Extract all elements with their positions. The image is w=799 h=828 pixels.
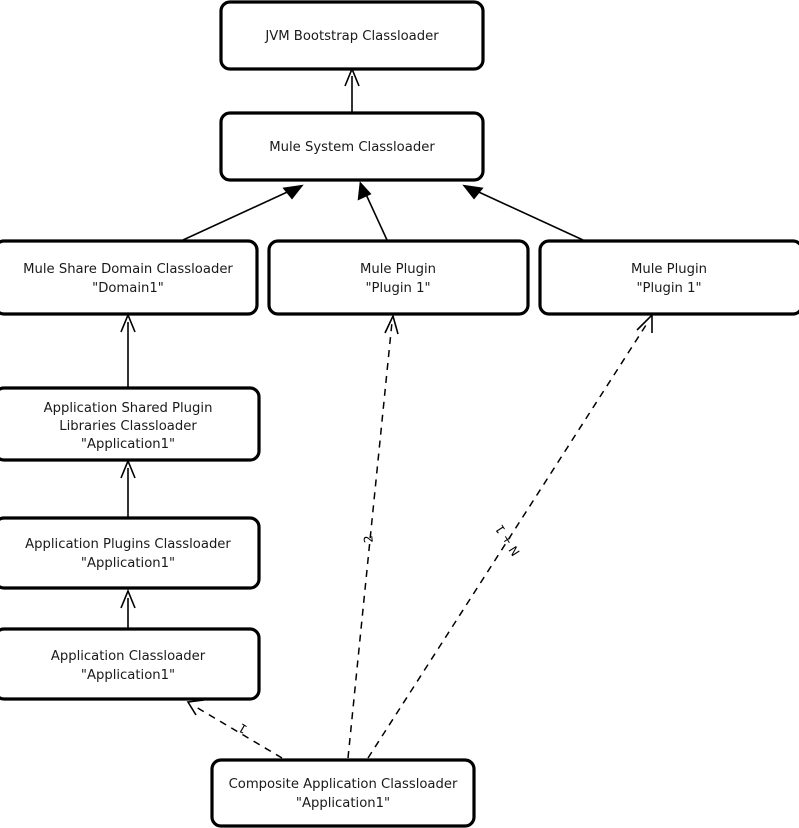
node-label-mule-plugin-1-right-line1: Mule Plugin	[631, 262, 707, 277]
node-label-jvm-bootstrap-classloader: JVM Bootstrap Classloader	[264, 29, 439, 44]
edge-mule-system-to-jvm-bootstrap	[344, 66, 360, 113]
edge-label-2: 2	[361, 535, 376, 544]
edge-composite-to-plugin-right: N + 1	[367, 313, 653, 759]
node-label-mule-plugin-1-middle-line1: Mule Plugin	[360, 262, 436, 277]
node-box-application-shared-plugin-libraries-classloader[interactable]	[0, 386, 261, 462]
edge-app-plugins-to-shared-plugin-libs	[120, 458, 136, 518]
node-label-application-shared-plugin-libraries-line2: Libraries Classloader	[59, 419, 197, 434]
node-composite-application-classloader[interactable]: Composite Application Classloader "Appli…	[210, 758, 476, 828]
edge-domain-to-mule-system	[182, 184, 304, 241]
node-box-mule-share-domain-classloader[interactable]	[0, 239, 259, 316]
node-label-mule-system-classloader: Mule System Classloader	[269, 140, 435, 155]
node-box-composite-application-classloader[interactable]	[210, 758, 476, 828]
edge-shared-plugin-libs-to-domain	[120, 312, 136, 388]
node-label-composite-application-classloader-line1: Composite Application Classloader	[229, 777, 458, 792]
node-mule-share-domain-classloader[interactable]: Mule Share Domain Classloader "Domain1"	[0, 239, 259, 316]
node-mule-plugin-1-middle[interactable]: Mule Plugin "Plugin 1"	[267, 239, 530, 316]
node-label-mule-share-domain-classloader-line1: Mule Share Domain Classloader	[23, 262, 233, 277]
node-label-application-plugins-classloader-line1: Application Plugins Classloader	[25, 537, 231, 552]
node-box-mule-plugin-1-middle[interactable]	[267, 239, 530, 316]
node-label-application-shared-plugin-libraries-line1: Application Shared Plugin	[44, 401, 213, 416]
edge-label-1: 1	[236, 720, 250, 736]
node-box-mule-plugin-1-right[interactable]	[538, 239, 799, 316]
edge-plugin-middle-to-mule-system	[357, 181, 388, 241]
node-label-mule-plugin-1-middle-line2: "Plugin 1"	[365, 281, 430, 296]
node-application-shared-plugin-libraries-classloader[interactable]: Application Shared Plugin Libraries Clas…	[0, 386, 261, 462]
edge-composite-to-plugin-middle: 2	[347, 313, 399, 759]
node-box-jvm-bootstrap-classloader[interactable]	[219, 0, 485, 71]
node-label-mule-plugin-1-right-line2: "Plugin 1"	[636, 281, 701, 296]
node-application-plugins-classloader[interactable]: Application Plugins Classloader "Applica…	[0, 516, 261, 590]
node-label-mule-share-domain-classloader-line2: "Domain1"	[92, 281, 164, 296]
node-box-application-plugins-classloader[interactable]	[0, 516, 261, 590]
node-label-composite-application-classloader-line2: "Application1"	[296, 796, 390, 811]
node-label-application-shared-plugin-libraries-line3: "Application1"	[81, 437, 175, 452]
node-box-mule-system-classloader[interactable]	[219, 111, 485, 182]
edge-application-to-app-plugins	[120, 588, 136, 629]
edge-label-n-plus-1: N + 1	[492, 522, 522, 558]
node-box-application-classloader[interactable]	[0, 627, 261, 701]
node-label-application-classloader-line1: Application Classloader	[51, 649, 206, 664]
node-label-application-classloader-line2: "Application1"	[81, 668, 175, 683]
edge-plugin-right-to-mule-system	[462, 184, 584, 241]
node-mule-plugin-1-right[interactable]: Mule Plugin "Plugin 1"	[538, 239, 799, 316]
edge-composite-to-application: 1	[186, 699, 283, 759]
node-mule-system-classloader[interactable]: Mule System Classloader	[219, 111, 485, 182]
node-jvm-bootstrap-classloader[interactable]: JVM Bootstrap Classloader	[219, 0, 485, 71]
node-application-classloader[interactable]: Application Classloader "Application1"	[0, 627, 261, 701]
node-label-application-plugins-classloader-line2: "Application1"	[81, 556, 175, 571]
